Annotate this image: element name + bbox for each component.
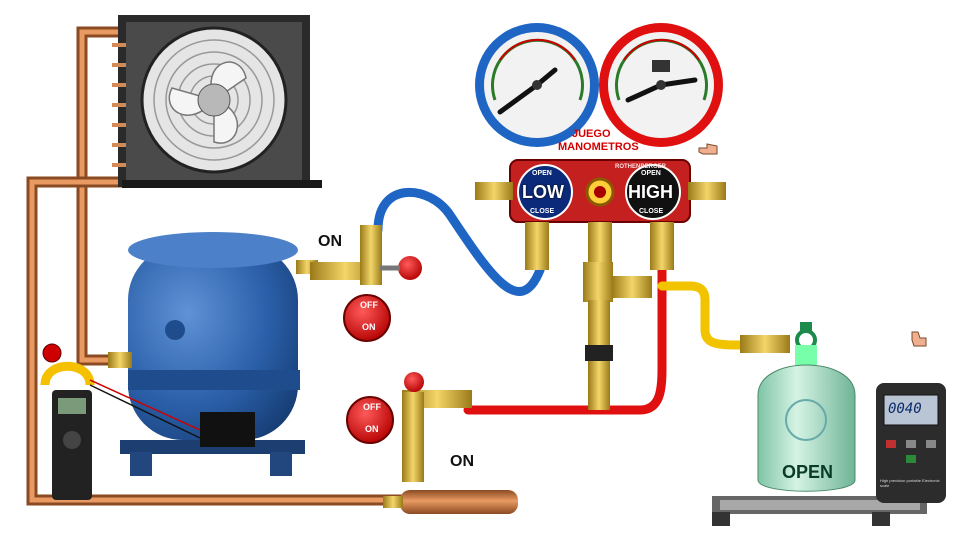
scale-display: 0040 [888, 401, 922, 417]
compressor [108, 232, 318, 476]
low-side-label: LOW [522, 182, 564, 203]
hoses [378, 192, 740, 410]
condenser-unit [112, 15, 322, 188]
knob-bottom-on: ON [365, 424, 379, 434]
high-side-label: HIGH [628, 182, 673, 203]
cylinder-state-label: OPEN [782, 462, 833, 483]
scale-note: High precision portable Electronic scale [880, 478, 940, 488]
low-close-label: CLOSE [530, 208, 554, 215]
knob-bottom-off: OFF [363, 402, 381, 412]
high-close-label: CLOSE [639, 208, 663, 215]
knob-top-off: OFF [360, 300, 378, 310]
hand-pointer-icon[interactable] [697, 140, 719, 158]
valve-bottom-state-label: ON [450, 453, 474, 471]
low-open-label: OPEN [532, 170, 552, 177]
valve-top-state-label: ON [318, 233, 342, 251]
manifold-title-line1: JUEGO [572, 128, 611, 141]
manifold-title-line2: MANOMETROS [558, 141, 639, 154]
filter-drier [383, 490, 518, 514]
brand-label: ROTHENBERGER [615, 164, 666, 170]
hand-pointer-icon[interactable] [908, 330, 930, 348]
high-open-label: OPEN [641, 170, 661, 177]
knob-top-on: ON [362, 322, 376, 332]
high-pressure-gauge [599, 23, 723, 147]
